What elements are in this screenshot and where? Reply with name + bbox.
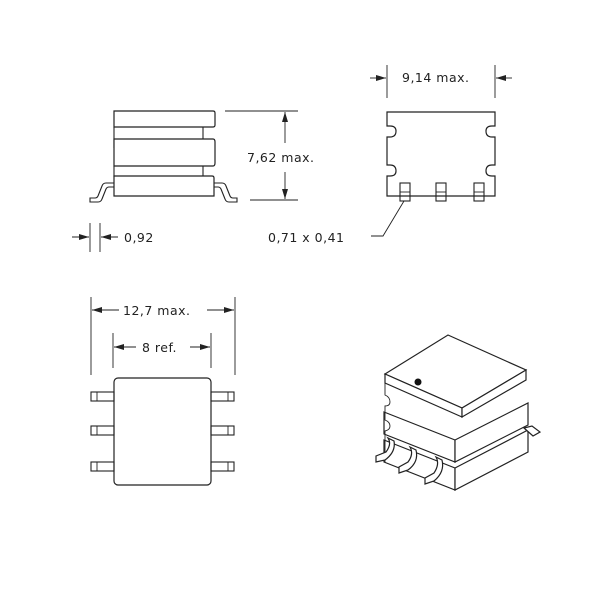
- isometric-view: [375, 334, 542, 491]
- left-leads: [90, 391, 115, 472]
- height-dimension-label: 7,62 max.: [247, 150, 315, 165]
- width-dimension-label: 9,14 max.: [402, 70, 470, 85]
- pad-size-label: 0,71 x 0,41: [268, 230, 345, 245]
- top-view: 12,7 max. 8 ref.: [90, 297, 236, 486]
- lead-width-label: 0,92: [124, 230, 154, 245]
- side-view: 7,62 max. 0,92: [72, 110, 315, 252]
- end-view: 9,14 max. 0,71 x 0,41: [268, 65, 512, 245]
- right-leads: [210, 391, 235, 472]
- pin1-marker: [414, 378, 422, 386]
- body-width-label: 8 ref.: [142, 340, 177, 355]
- overall-width-label: 12,7 max.: [123, 303, 191, 318]
